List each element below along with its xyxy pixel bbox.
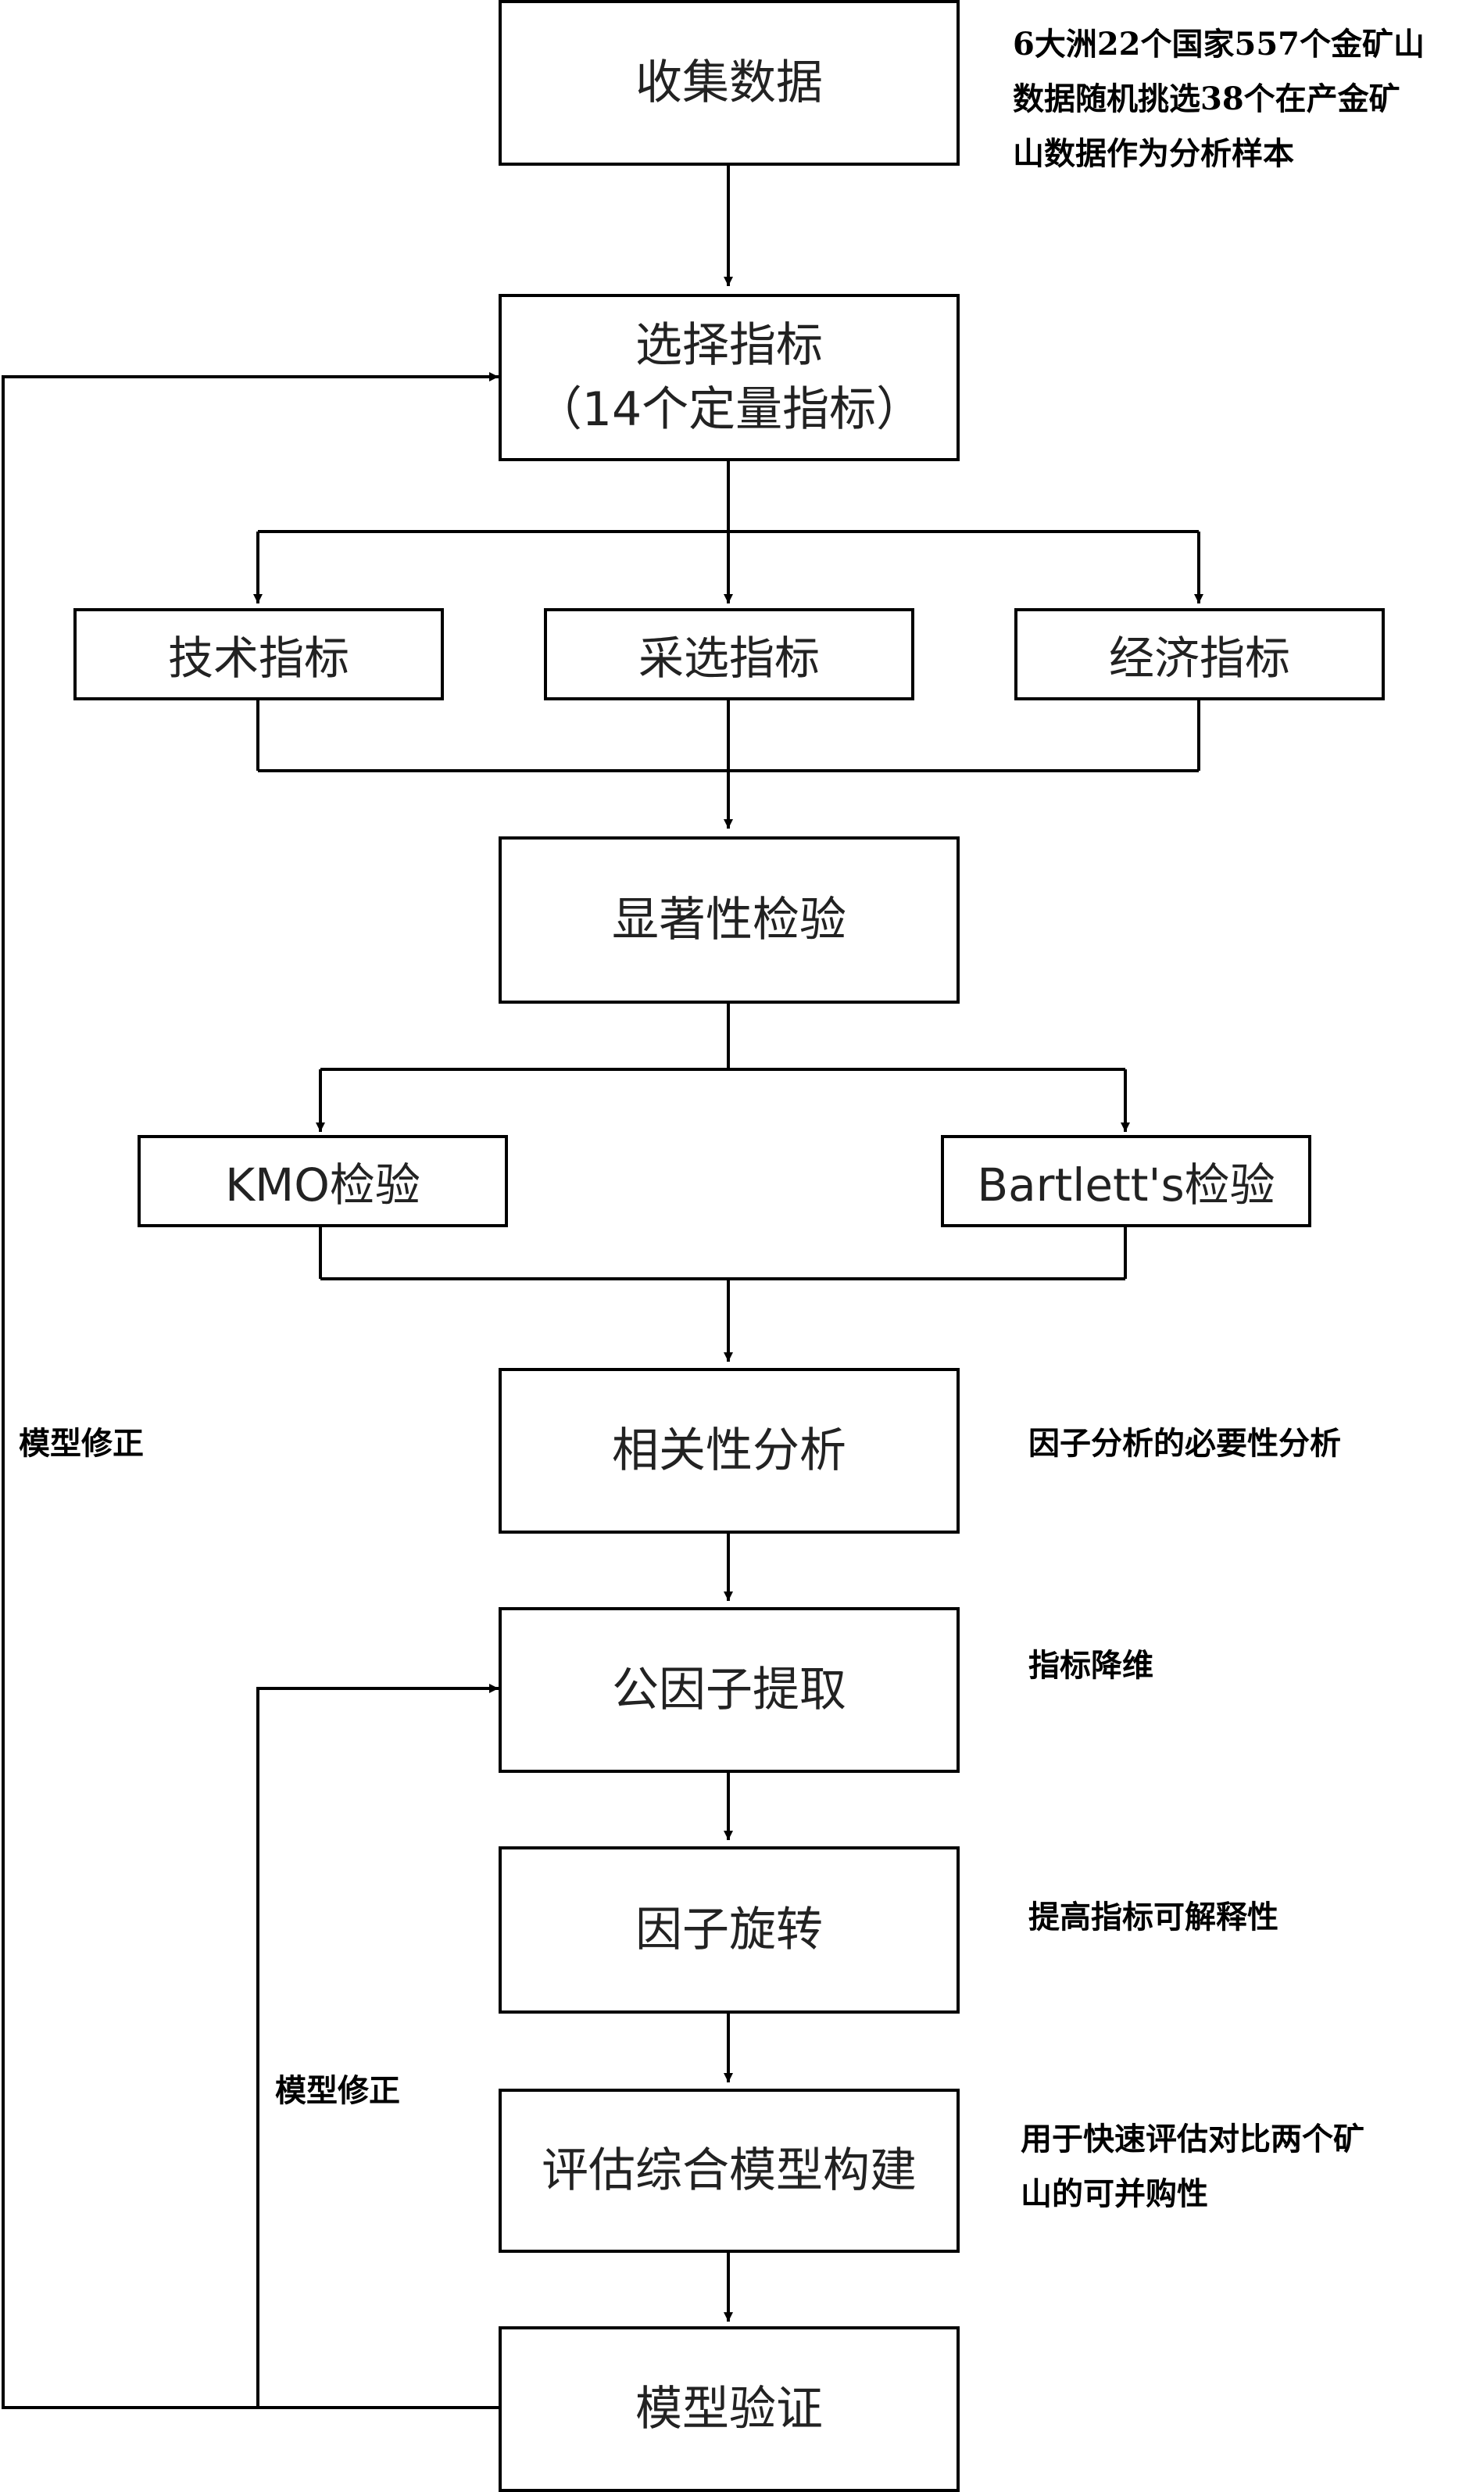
mining-indicators-label: 采选指标 xyxy=(638,632,820,685)
tech-indicators-label: 技术指标 xyxy=(167,632,349,685)
model-verification-label: 模型验证 xyxy=(635,2382,823,2437)
sample-note-line-2: 数据随机挑选38个在产金矿 xyxy=(1013,81,1400,117)
model-building-label: 评估综合模型构建 xyxy=(542,2143,917,2198)
factor-rotation-label: 因子旋转 xyxy=(635,1903,823,1957)
kmo-test-label: KMO检验 xyxy=(225,1158,420,1212)
select-indicators-sublabel: （14个定量指标） xyxy=(535,382,924,437)
mining-indicators-box: 采选指标 xyxy=(544,608,914,700)
model-building-box: 评估综合模型构建 xyxy=(499,2089,960,2253)
economic-indicators-box: 经济指标 xyxy=(1014,608,1385,700)
significance-test-label: 显著性检验 xyxy=(612,893,846,947)
correlation-note: 因子分析的必要性分析 xyxy=(1028,1425,1341,1462)
kmo-test-box: KMO检验 xyxy=(138,1135,508,1227)
feedback-loop-outer xyxy=(2,372,499,2409)
model-building-note: 用于快速评估对比两个矿 山的可并购性 xyxy=(1021,2112,1364,2222)
correlation-analysis-box: 相关性分析 xyxy=(499,1368,960,1534)
factor-rotation-box: 因子旋转 xyxy=(499,1846,960,2014)
model-building-note-line-2: 山的可并购性 xyxy=(1021,2175,1208,2212)
feedback-inner-label: 模型修正 xyxy=(275,2072,400,2109)
bartlett-test-label: Bartlett's检验 xyxy=(977,1158,1275,1212)
economic-indicators-label: 经济指标 xyxy=(1108,632,1290,685)
collect-data-label: 收集数据 xyxy=(635,55,823,110)
sample-note-line-3: 山数据作为分析样本 xyxy=(1013,135,1294,172)
model-verification-box: 模型验证 xyxy=(499,2326,960,2492)
feedback-loop-inner xyxy=(256,1684,499,2408)
extraction-note: 指标降维 xyxy=(1028,1647,1153,1684)
significance-test-box: 显著性检验 xyxy=(499,836,960,1004)
select-indicators-box: 选择指标 （14个定量指标） xyxy=(499,294,960,461)
bartlett-test-box: Bartlett's检验 xyxy=(941,1135,1311,1227)
model-building-note-line-1: 用于快速评估对比两个矿 xyxy=(1021,2121,1364,2157)
factor-extraction-label: 公因子提取 xyxy=(612,1663,846,1717)
select-indicators-label: 选择指标 xyxy=(635,318,823,373)
tech-indicators-box: 技术指标 xyxy=(73,608,444,700)
sample-note: 6大洲22个国家557个金矿山 数据随机挑选38个在产金矿 山数据作为分析样本 xyxy=(1013,17,1482,181)
factor-extraction-box: 公因子提取 xyxy=(499,1607,960,1773)
feedback-outer-label: 模型修正 xyxy=(19,1425,144,1462)
correlation-analysis-label: 相关性分析 xyxy=(612,1423,846,1478)
sample-note-line-1: 6大洲22个国家557个金矿山 xyxy=(1013,26,1425,63)
rotation-note: 提高指标可解释性 xyxy=(1028,1899,1278,1935)
collect-data-box: 收集数据 xyxy=(499,0,960,166)
